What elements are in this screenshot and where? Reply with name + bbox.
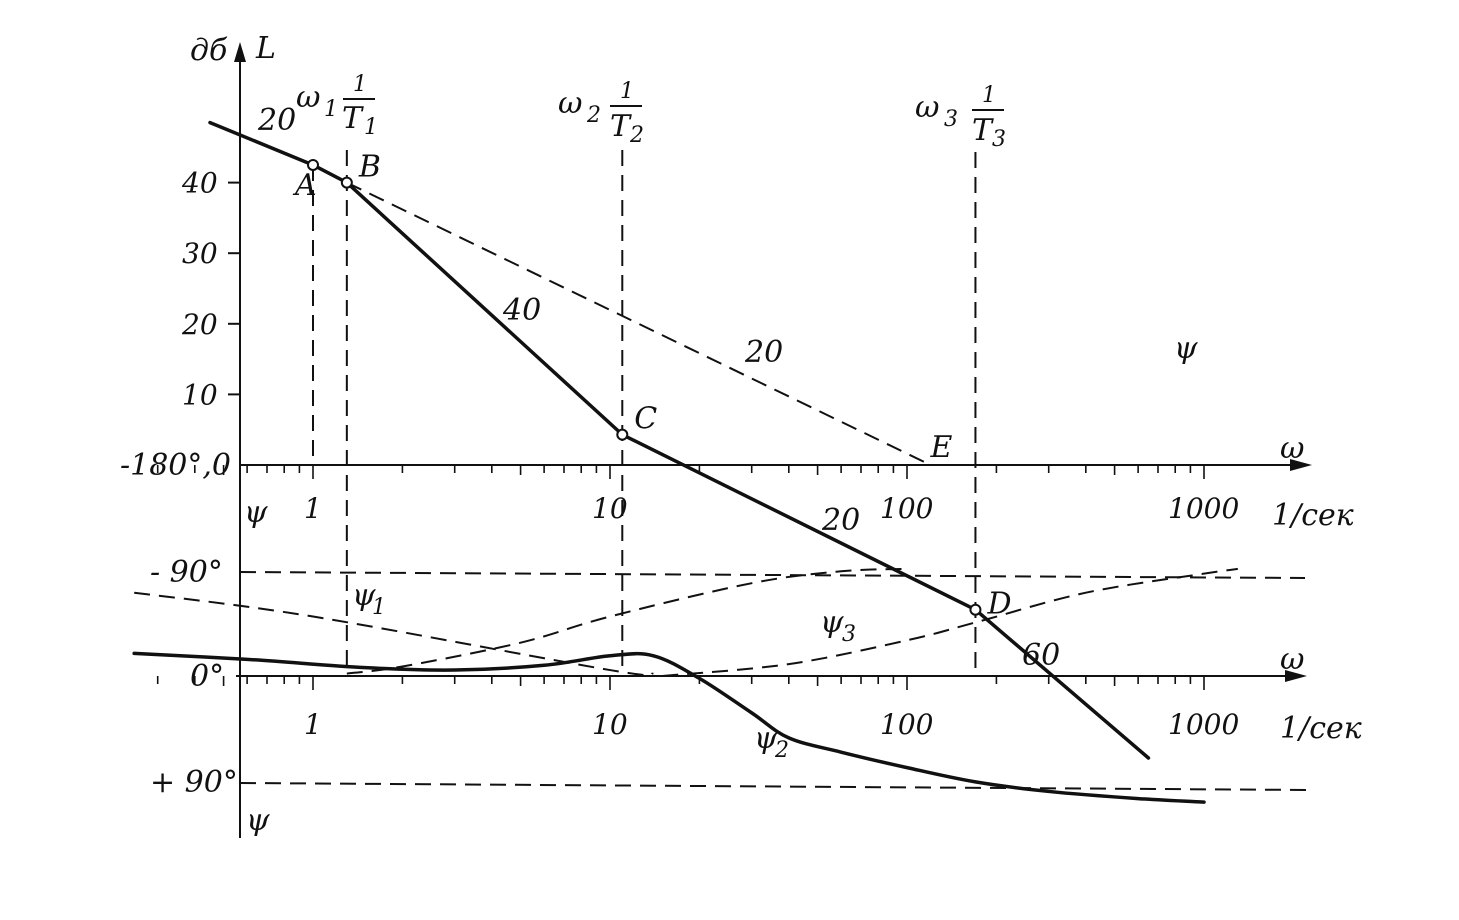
x-tick-label: 1000 bbox=[1168, 708, 1239, 741]
x-tick-label: 10 bbox=[592, 708, 628, 741]
plus-90-reference bbox=[239, 782, 1311, 791]
svg-text:ω: ω bbox=[296, 80, 320, 115]
svg-text:1: 1 bbox=[324, 97, 338, 122]
point-B bbox=[340, 176, 353, 189]
phase-label-zero: 0° bbox=[190, 659, 224, 694]
point-D bbox=[969, 603, 982, 616]
y-symbol-label: L bbox=[255, 31, 276, 66]
svg-text:1: 1 bbox=[620, 79, 634, 104]
series-label-psi: ψ bbox=[1174, 331, 1198, 366]
x-tick-label: 1000 bbox=[1168, 492, 1239, 525]
y-ticks: 10 20 30 40 bbox=[181, 167, 240, 411]
svg-text:2: 2 bbox=[586, 103, 601, 128]
psi-axis-label-bottom: ψ bbox=[246, 803, 270, 838]
y-tick-label: 40 bbox=[181, 167, 218, 200]
point-label-A: A bbox=[292, 168, 317, 203]
phase-label-minus-90: - 90° bbox=[150, 555, 223, 590]
minus-90-reference bbox=[239, 571, 1306, 579]
x-unit-label-upper: 1/сек bbox=[1272, 498, 1354, 533]
series-line-L bbox=[208, 120, 1151, 760]
slope-label-CD-20: 20 bbox=[821, 503, 860, 538]
point-label-B: B bbox=[358, 150, 381, 185]
series-line-psi3 bbox=[662, 567, 1238, 677]
corner-label-w1: ω 1 1 T 1 bbox=[296, 72, 378, 140]
series-line-psi1 bbox=[134, 591, 654, 677]
x-ticks-lower: 1 10 100 1000 bbox=[156, 676, 1239, 741]
y-axis-arrow bbox=[234, 42, 246, 62]
svg-text:2: 2 bbox=[629, 123, 644, 148]
x-tick-label: 1 bbox=[304, 708, 322, 741]
svg-text:ψ: ψ bbox=[820, 605, 844, 640]
svg-text:1: 1 bbox=[982, 83, 996, 108]
zero-label: -180°,0 bbox=[120, 448, 231, 483]
point-label-E: E bbox=[930, 430, 953, 465]
point-label-D: D bbox=[986, 587, 1011, 622]
omega-axis-lower-arrow bbox=[1285, 670, 1307, 682]
series-line-dashed-asymptote bbox=[346, 181, 931, 466]
series-line-psi2 bbox=[346, 567, 908, 675]
corner-frequency-lines bbox=[312, 150, 977, 676]
y-tick-label: 20 bbox=[181, 308, 218, 341]
marked-points: A B C D E bbox=[292, 150, 1012, 622]
corner-label-w2: ω 2 1 T 2 bbox=[558, 79, 644, 148]
svg-text:T: T bbox=[972, 113, 994, 148]
svg-text:3: 3 bbox=[842, 622, 856, 647]
y-tick-label: 10 bbox=[182, 378, 218, 411]
slope-label-start: 20 bbox=[257, 103, 296, 138]
slope-label-40: 40 bbox=[502, 293, 541, 328]
series-label-psi2: ψ2 bbox=[754, 721, 789, 763]
svg-text:ω: ω bbox=[915, 90, 939, 125]
x-tick-label: 100 bbox=[880, 492, 933, 525]
svg-text:T: T bbox=[342, 101, 364, 136]
y-unit-label: дб bbox=[190, 33, 228, 68]
series-line-psi bbox=[132, 651, 1206, 804]
svg-text:ψ: ψ bbox=[352, 578, 376, 613]
x-unit-label-lower: 1/сек bbox=[1280, 711, 1362, 746]
psi-axis-label-top: ψ bbox=[244, 495, 268, 530]
svg-text:T: T bbox=[610, 109, 632, 144]
x-tick-label: 100 bbox=[880, 708, 933, 741]
svg-text:3: 3 bbox=[992, 127, 1006, 152]
svg-text:ω: ω bbox=[558, 86, 582, 121]
corner-label-w3: ω 3 1 T 3 bbox=[915, 83, 1006, 152]
omega-axis-upper-arrow bbox=[1290, 459, 1312, 471]
point-A bbox=[307, 158, 319, 171]
svg-text:3: 3 bbox=[944, 107, 958, 132]
y-tick-label: 30 bbox=[182, 237, 218, 270]
svg-text:1: 1 bbox=[364, 115, 378, 140]
svg-text:1: 1 bbox=[353, 72, 367, 97]
point-label-C: C bbox=[634, 402, 657, 437]
svg-text:2: 2 bbox=[774, 738, 789, 763]
slope-label-dashed-20: 20 bbox=[744, 335, 783, 370]
point-C bbox=[616, 428, 629, 441]
phase-label-plus-90: + 90° bbox=[150, 765, 238, 800]
series-group bbox=[132, 120, 1238, 804]
svg-text:1: 1 bbox=[372, 595, 386, 620]
slope-label-60: 60 bbox=[1022, 638, 1060, 673]
x-tick-label: 1 bbox=[304, 492, 322, 525]
series-label-psi1: ψ1 bbox=[352, 578, 386, 620]
omega-label-lower: ω bbox=[1280, 642, 1304, 677]
series-label-psi3: ψ3 bbox=[820, 605, 856, 647]
omega-label-upper: ω bbox=[1280, 431, 1304, 466]
svg-text:ψ: ψ bbox=[754, 721, 778, 756]
